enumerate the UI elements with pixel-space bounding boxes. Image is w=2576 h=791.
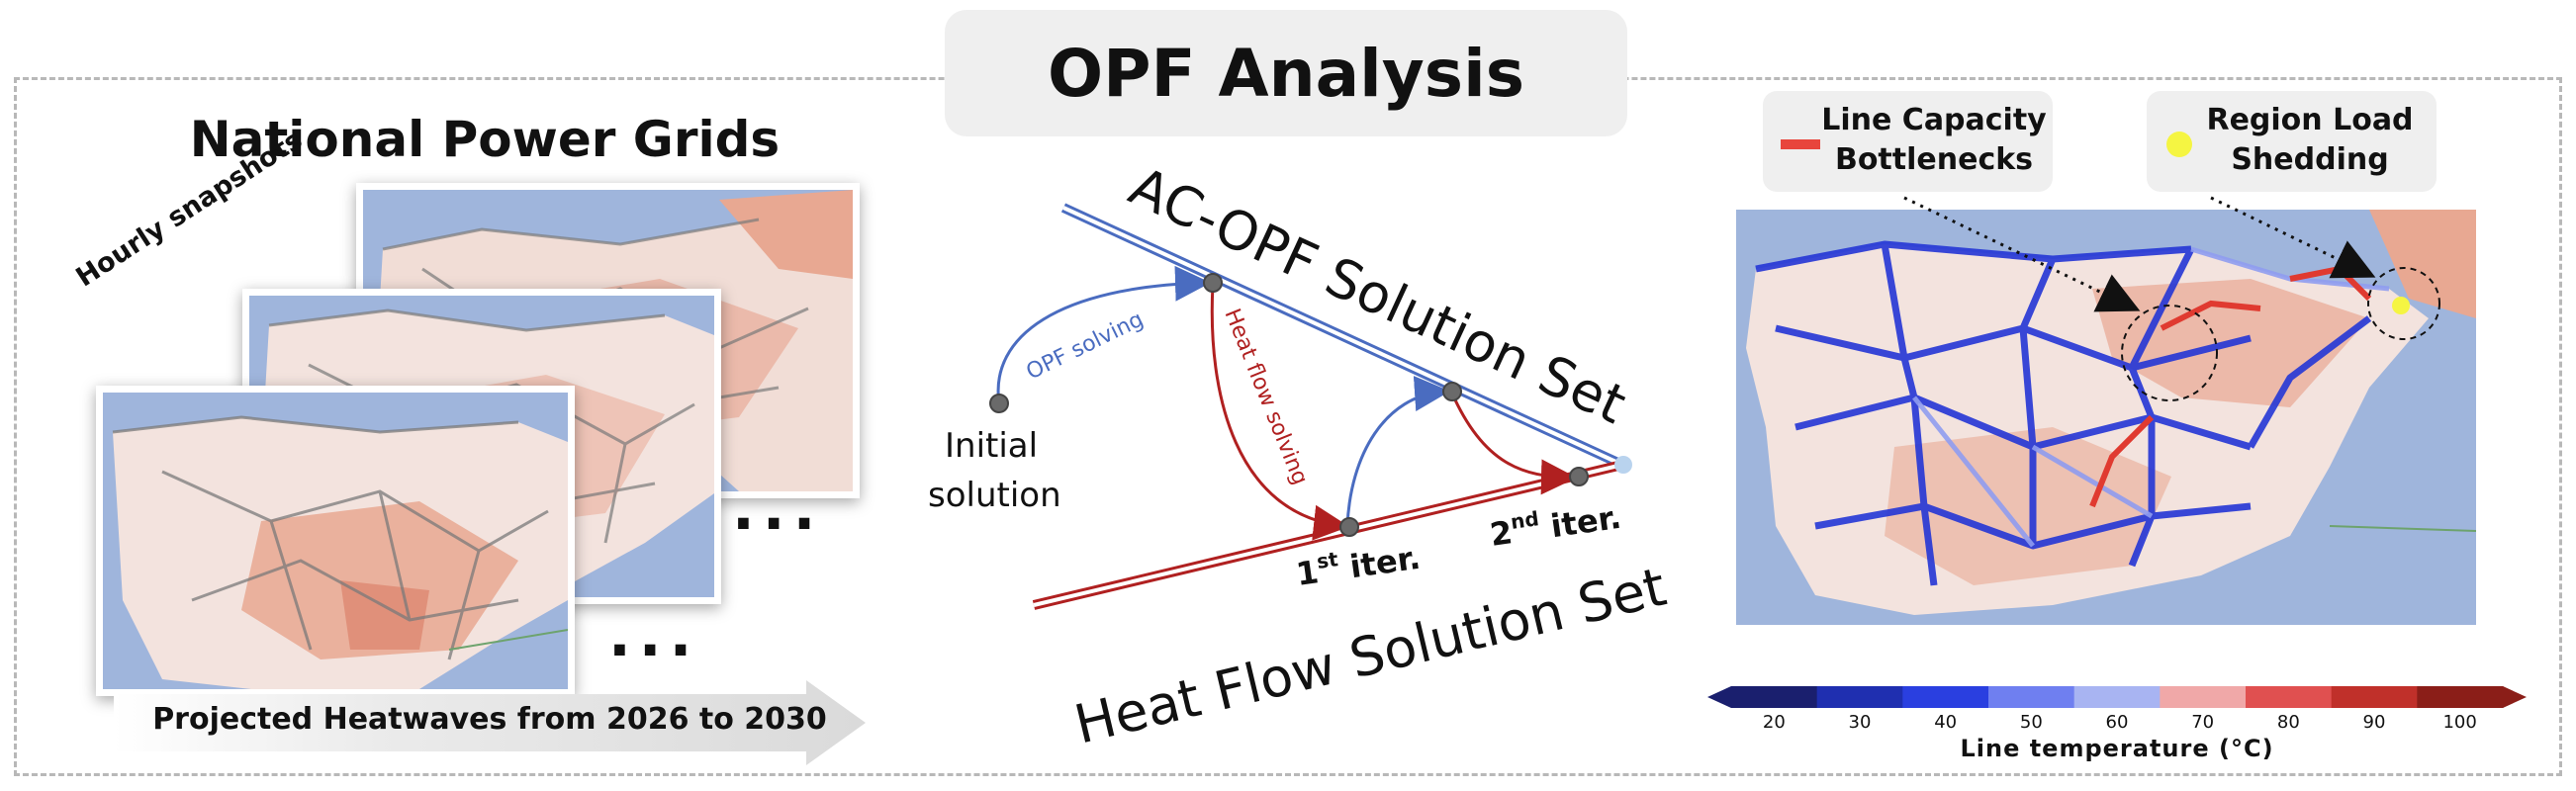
timeline-arrow — [114, 680, 866, 765]
ellipsis-right: ... — [732, 475, 824, 544]
colorbar-segment — [1731, 686, 1818, 708]
iter2-label: 2nd iter. — [1487, 495, 1623, 554]
opf-point-1 — [1203, 273, 1223, 293]
colorbar-segment — [2417, 686, 2504, 708]
colorbar — [1707, 686, 2527, 708]
iter2-point — [1569, 467, 1589, 486]
ellipsis-bottom: ... — [608, 601, 700, 670]
heat-flow-set-label: Heat Flow Solution Set — [1068, 556, 1671, 756]
heat-flow-arrow-2 — [1450, 393, 1577, 495]
svg-text:1st iter.: 1st iter. — [1293, 536, 1423, 593]
colorbar-tick-label: 40 — [1934, 712, 1958, 733]
colorbar-segment — [1988, 686, 2075, 708]
colorbar-extend-low — [1707, 686, 1731, 708]
opf-point-2 — [1442, 382, 1462, 401]
left-panel-title: National Power Grids — [189, 111, 781, 168]
grid-map-snapshot-1 — [96, 386, 575, 696]
title-box: OPF Analysis — [945, 10, 1627, 136]
colorbar-segment — [2073, 686, 2161, 708]
iteration-diagram: AC-OPF Solution Set Heat Flow Solution S… — [928, 155, 1672, 756]
colorbar-segment — [1902, 686, 1989, 708]
colorbar-tick-label: 100 — [2442, 712, 2477, 733]
convergence-point — [1614, 456, 1632, 474]
svg-text:2nd iter.: 2nd iter. — [1487, 495, 1623, 554]
bottleneck-swatch — [1781, 139, 1820, 149]
iter1-point — [1339, 517, 1359, 537]
heat-flow-arrow-1 — [1210, 284, 1349, 541]
initial-point — [989, 394, 1009, 413]
colorbar-title: Line temperature (°C) — [1960, 735, 2274, 762]
legend-shedding-box — [2147, 91, 2437, 192]
colorbar-extend-high — [2503, 686, 2527, 708]
opf-arrow-2 — [1345, 376, 1450, 527]
colorbar-segment — [2331, 686, 2418, 708]
iter1-label: 1st iter. — [1293, 536, 1423, 593]
colorbar-tick-label: 50 — [2019, 712, 2043, 733]
colorbar-tick-label: 30 — [1848, 712, 1872, 733]
shedding-highlight-circle — [2367, 267, 2440, 340]
colorbar-tick-label: 90 — [2362, 712, 2386, 733]
shedding-marker — [2392, 297, 2410, 314]
line-temperature-map — [1736, 210, 2476, 625]
bottleneck-highlight-circle — [2121, 305, 2218, 401]
shedding-swatch — [2166, 132, 2192, 157]
initial-label-1: Initial — [945, 426, 1038, 466]
colorbar-tick-label: 70 — [2191, 712, 2215, 733]
colorbar-segment — [2160, 686, 2247, 708]
colorbar-tick-label: 20 — [1762, 712, 1786, 733]
legend-bottleneck-text: Line Capacity Bottlenecks — [1821, 103, 2047, 177]
initial-label-2: solution — [928, 476, 1061, 515]
figure-title: OPF Analysis — [1048, 35, 1524, 112]
colorbar-segment — [2246, 686, 2333, 708]
colorbar-tick-label: 80 — [2276, 712, 2300, 733]
opf-solving-arrow — [996, 265, 1211, 404]
colorbar-segment — [1816, 686, 1903, 708]
timeline-label: Projected Heatwaves from 2026 to 2030 — [152, 702, 827, 737]
annotation-arrows — [1903, 196, 2376, 312]
opf-solving-label: OPF solving — [1023, 308, 1148, 386]
heat-flow-solving-label: Heat flow solving — [1219, 306, 1312, 488]
ac-opf-set-label: AC-OPF Solution Set — [1121, 155, 1635, 436]
colorbar-tick-label: 60 — [2105, 712, 2129, 733]
legend-shedding-text: Region Load Shedding — [2206, 103, 2414, 177]
